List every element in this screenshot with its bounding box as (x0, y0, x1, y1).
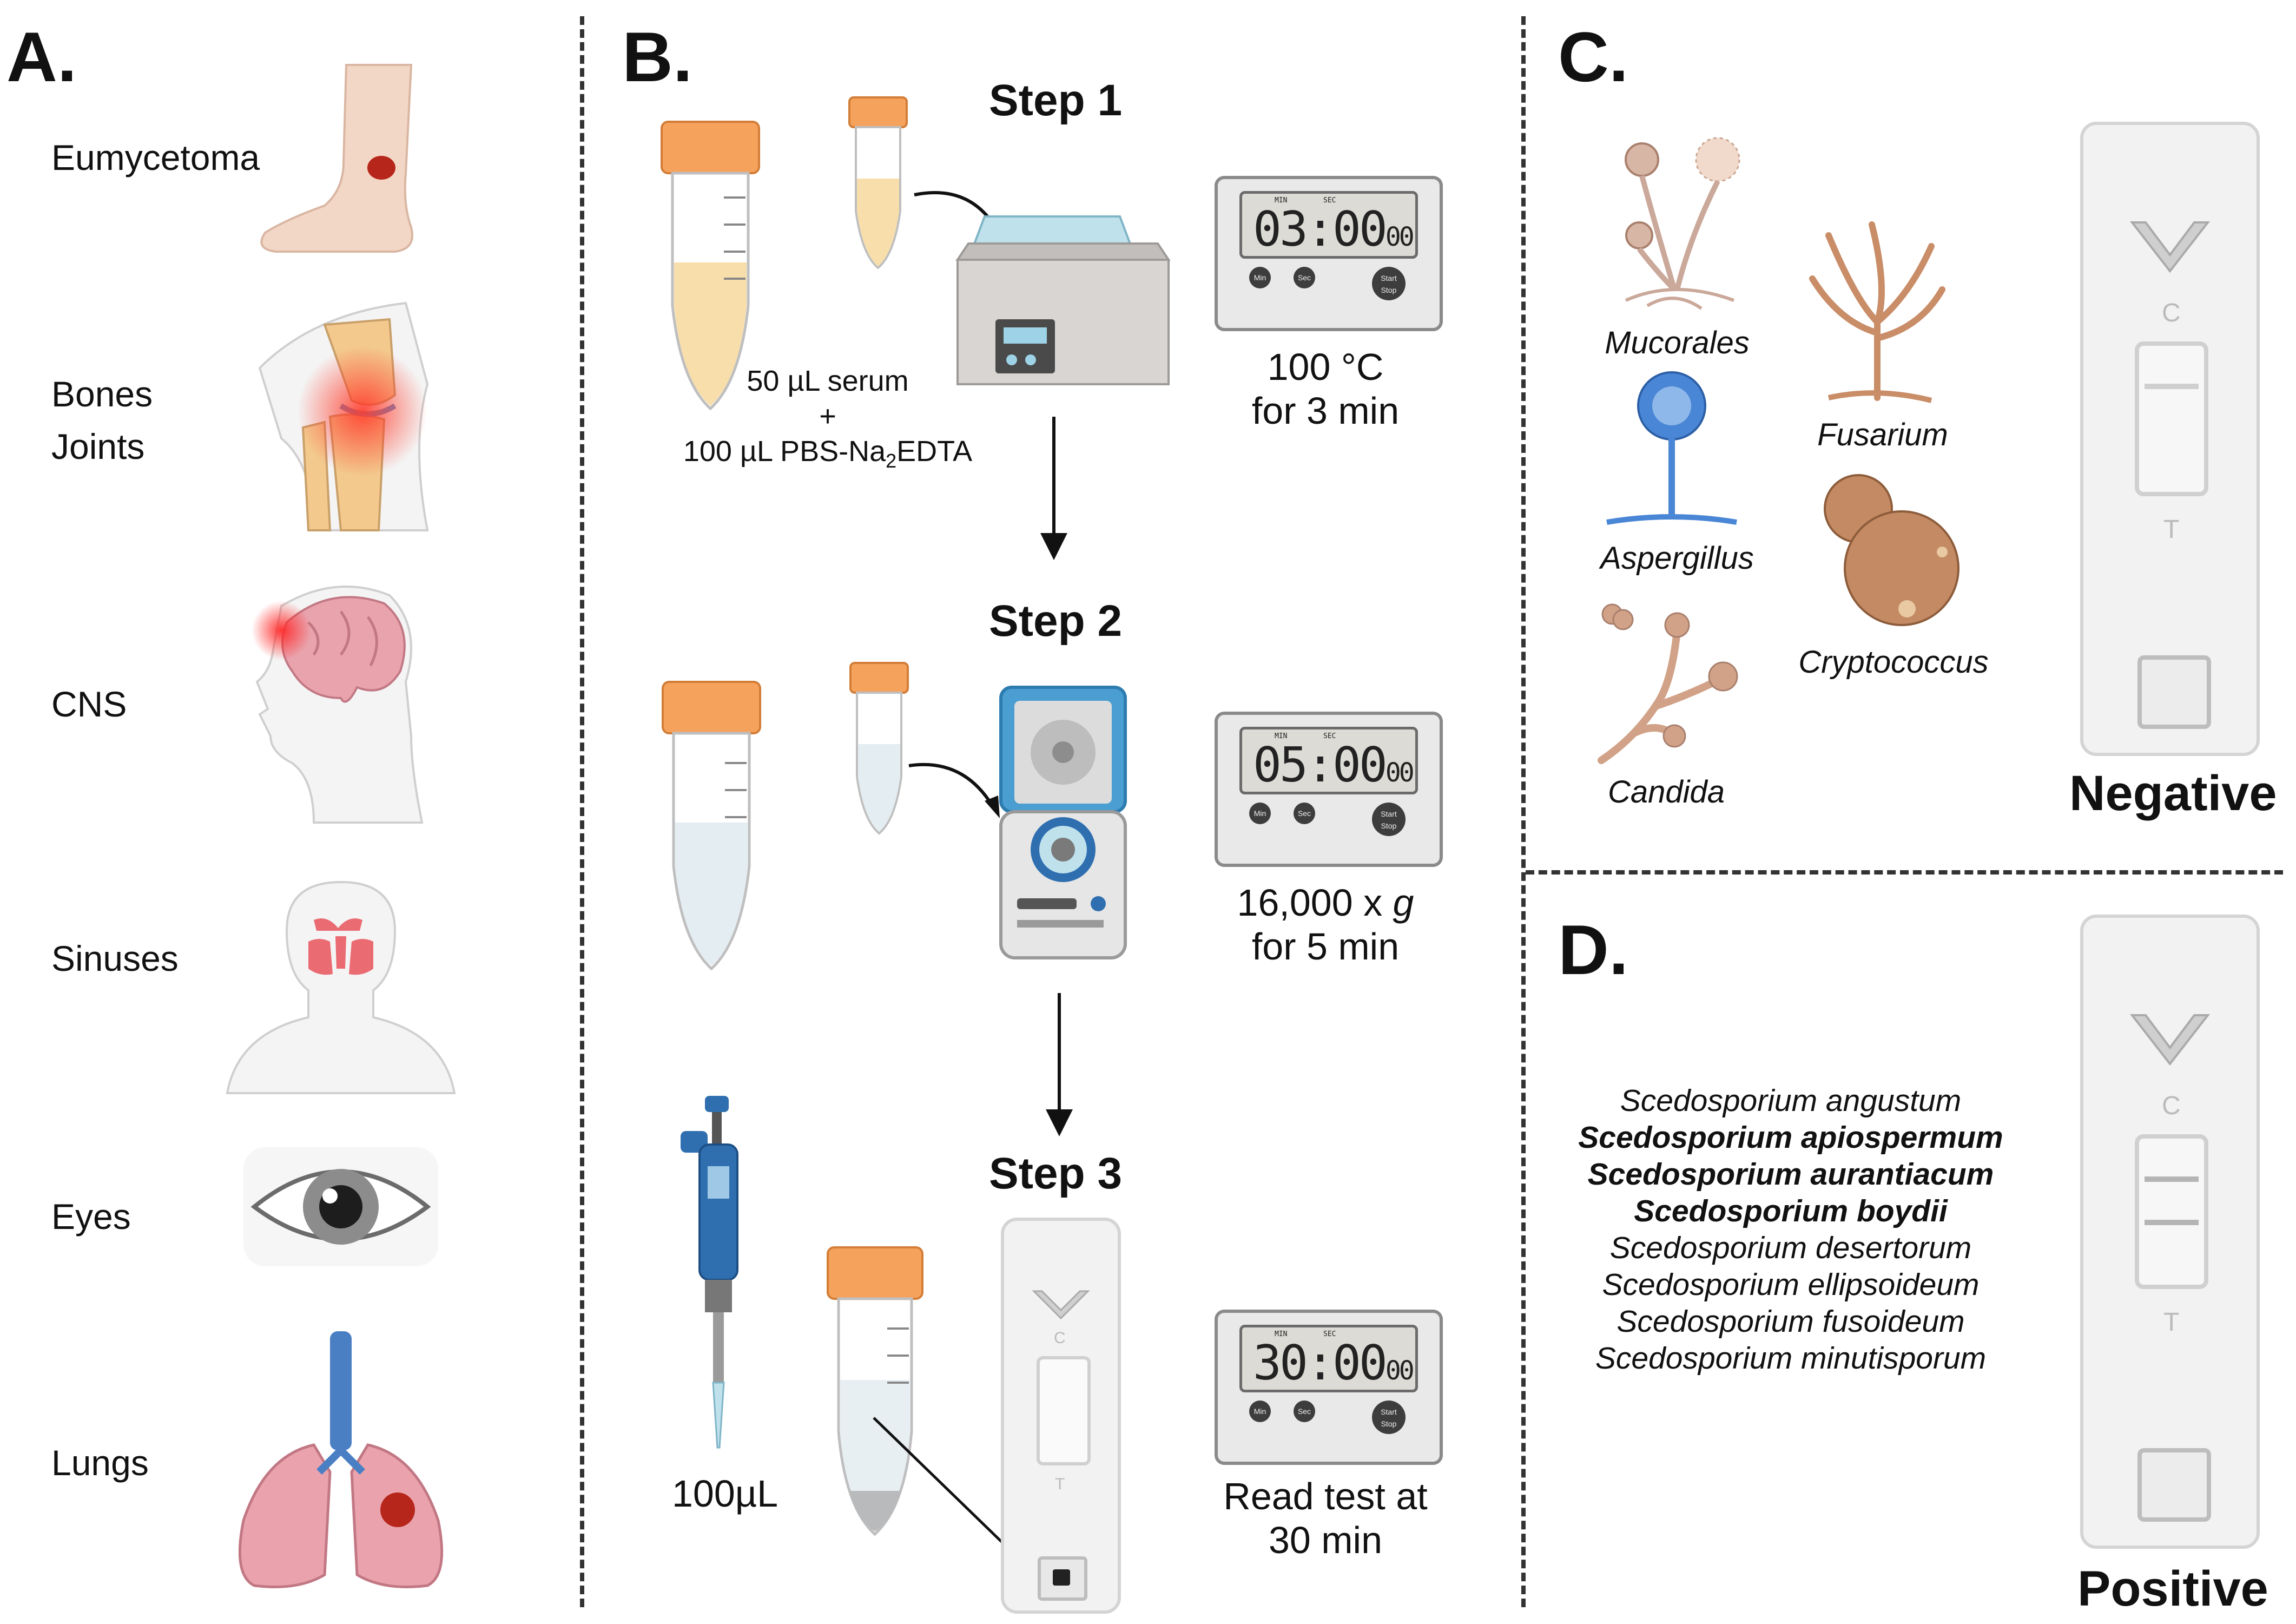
pipette-volume: 100µL (671, 1472, 778, 1515)
step3-title: Step 3 (989, 1149, 1123, 1198)
label-fusarium: Fusarium (1817, 417, 1948, 452)
timer-step3-min-button: Min (1249, 1401, 1271, 1422)
water-bath (955, 215, 1171, 385)
arrow-step2-to-step3 (1046, 993, 1073, 1136)
fusarium-icon (1809, 221, 1945, 403)
species-item: Scedosporium apiospermum (1578, 1120, 2003, 1155)
result-positive: Positive (2077, 1561, 2268, 1616)
site-label-cns: CNS (51, 684, 127, 724)
cassette-chevron-icon (1032, 1290, 1090, 1320)
step1-title: Step 1 (989, 76, 1123, 125)
species-list: Scedosporium angustum Scedosporium apios… (1547, 1082, 2034, 1377)
cryptococcus-icon (1824, 474, 1959, 626)
positive-test-line (2145, 1220, 2199, 1225)
positive-t-mark: T (2163, 1308, 2180, 1337)
large-tube-step3 (827, 1246, 923, 1536)
cassette-t-mark: T (1055, 1475, 1065, 1493)
negative-t-mark: T (2163, 515, 2180, 544)
cassette-chevron-icon (2129, 1014, 2211, 1066)
lfa-cassette-positive: C T (2080, 915, 2260, 1549)
arrow-step1-to-step2 (1040, 417, 1067, 560)
panel-label-a: A. (6, 17, 77, 96)
cassette-sample-well (1038, 1556, 1087, 1601)
panel-label-c: C. (1558, 17, 1628, 96)
negative-c-mark: C (2162, 299, 2181, 327)
candida-icon (1598, 603, 1738, 764)
label-cryptococcus: Cryptococcus (1798, 645, 1989, 680)
site-label-lungs: Lungs (51, 1443, 149, 1483)
timer-step2-min-button: Min (1249, 803, 1271, 824)
species-item: Scedosporium minutisporum (1595, 1341, 1987, 1376)
negative-control-line (2145, 384, 2199, 389)
timer-step1-sec-button: Sec (1294, 267, 1315, 288)
site-label-eumycetoma: Eumycetoma (51, 137, 260, 177)
negative-result-window (2135, 341, 2208, 496)
cassette-chevron-icon (2129, 221, 2211, 273)
positive-result-window (2135, 1134, 2208, 1289)
knee-joint-icon (258, 301, 429, 531)
divider-b-c (1521, 16, 1526, 1607)
lfa-cassette-negative: C T (2080, 122, 2260, 756)
step1-condition: 100 °C for 3 min (1251, 346, 1400, 432)
timer-step1-display: MIN SEC 03:0000 (1239, 191, 1418, 259)
leg-foot-icon (260, 64, 413, 253)
site-label-sinuses: Sinuses (51, 938, 179, 978)
panel-label-b: B. (622, 17, 692, 96)
divider-a-b (580, 16, 584, 1607)
positive-control-line (2145, 1176, 2199, 1182)
species-item: Scedosporium fusoideum (1617, 1304, 1965, 1339)
label-aspergillus: Aspergillus (1600, 541, 1754, 576)
eye-icon (243, 1147, 438, 1266)
lungs-icon (238, 1331, 444, 1588)
species-item: Scedosporium angustum (1620, 1083, 1962, 1118)
site-label-eyes: Eyes (51, 1196, 131, 1237)
plus-sign: + (819, 399, 836, 432)
arrow-tube-to-centrifuge (908, 762, 1000, 818)
large-tube-serum (661, 121, 760, 411)
step3-condition: Read test at 30 min (1223, 1475, 1428, 1561)
step2-condition: 16,000 x g for 5 min (1237, 882, 1414, 968)
site-label-joints: Joints (51, 426, 145, 466)
face-sinus-icon (226, 880, 456, 1094)
negative-sample-well (2137, 655, 2211, 729)
cassette-c-mark: C (1054, 1329, 1066, 1347)
species-item: Scedosporium ellipsoideum (1602, 1267, 1980, 1302)
timer-step2-display: MIN SEC 05:0000 (1239, 727, 1418, 794)
large-tube-step2 (662, 681, 761, 971)
lfa-cassette-step3: C T (1001, 1218, 1121, 1614)
small-tube-step2 (849, 662, 909, 835)
pipette (681, 1096, 738, 1449)
divider-c-d (1526, 870, 2283, 875)
aspergillus-icon (1606, 371, 1737, 525)
serum-volume: 50 µL serum (747, 365, 909, 397)
small-tube-step1 (848, 96, 908, 269)
head-brain-icon (252, 586, 424, 824)
positive-c-mark: C (2162, 1092, 2181, 1120)
label-mucorales: Mucorales (1605, 325, 1750, 360)
cassette-window (1037, 1356, 1091, 1465)
positive-sample-well (2137, 1448, 2211, 1522)
site-label-bones: Bones (51, 374, 153, 414)
timer-step3-sec-button: Sec (1294, 1401, 1315, 1422)
species-item: Scedosporium boydii (1634, 1194, 1948, 1228)
timer-step1-min-button: Min (1249, 267, 1271, 288)
step2-title: Step 2 (989, 596, 1123, 646)
species-item: Scedosporium desertorum (1609, 1231, 1972, 1265)
centrifuge (999, 686, 1127, 959)
result-negative: Negative (2069, 766, 2277, 821)
pbs-volume: 100 µL PBS-Na2EDTA (683, 435, 973, 472)
timer-step3-display: MIN SEC 30:0000 (1239, 1325, 1418, 1392)
mucorales-icon (1625, 137, 1740, 310)
panel-label-d: D. (1558, 910, 1628, 989)
timer-step2-sec-button: Sec (1294, 803, 1315, 824)
species-item: Scedosporium aurantiacum (1587, 1157, 1994, 1192)
step1-serum-text: 50 µL serum + 100 µL PBS-Na2EDTA (676, 364, 979, 472)
label-candida: Candida (1607, 774, 1725, 810)
